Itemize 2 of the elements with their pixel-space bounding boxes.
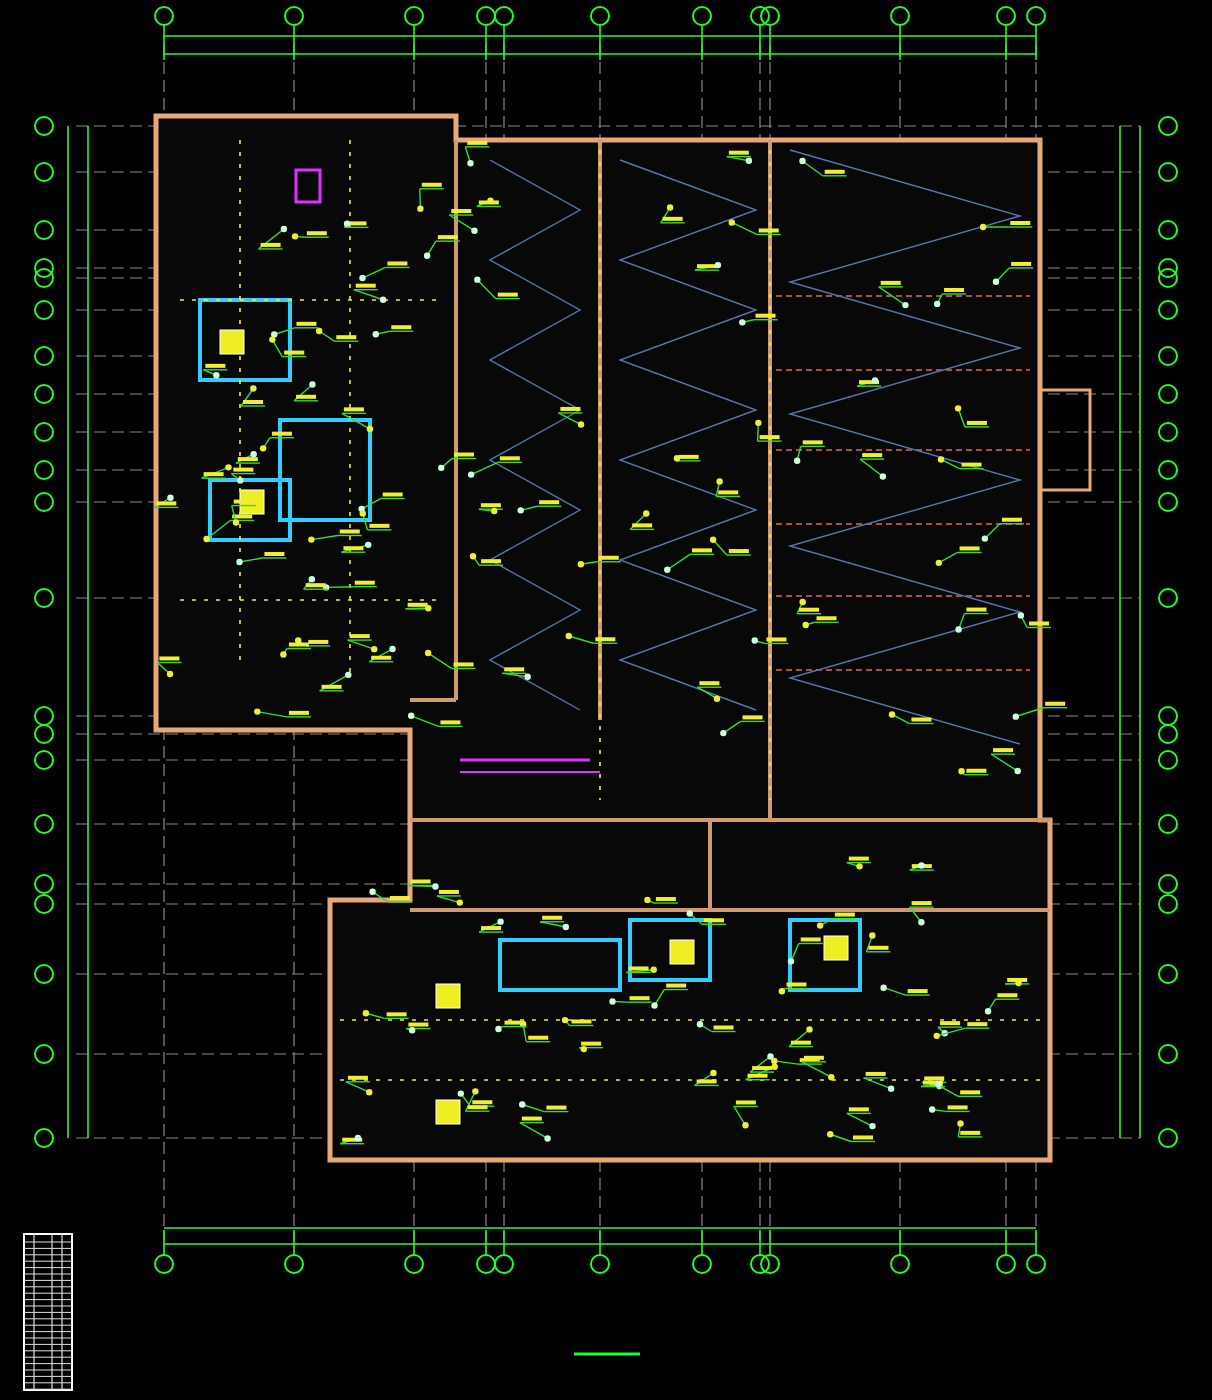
floor-plan-drawing	[34, 6, 1178, 1356]
table-drawing	[23, 1233, 73, 1391]
